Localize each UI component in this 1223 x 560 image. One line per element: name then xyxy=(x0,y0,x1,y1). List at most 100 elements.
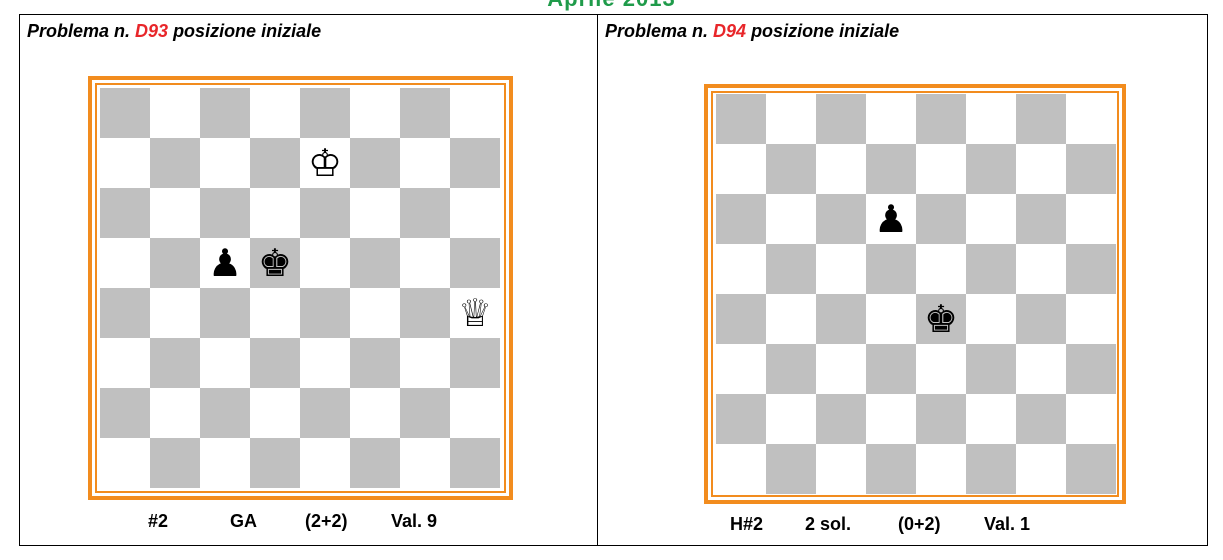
square-a7 xyxy=(716,144,766,194)
square-h7 xyxy=(1066,144,1116,194)
square-f7 xyxy=(350,138,400,188)
square-e6 xyxy=(916,194,966,244)
square-h4: ♕ xyxy=(450,288,500,338)
square-a3 xyxy=(716,344,766,394)
square-g8 xyxy=(1016,94,1066,144)
square-a1 xyxy=(716,444,766,494)
square-b4 xyxy=(766,294,816,344)
square-h1 xyxy=(450,438,500,488)
square-a1 xyxy=(100,438,150,488)
square-g5 xyxy=(400,238,450,288)
square-h5 xyxy=(450,238,500,288)
square-g8 xyxy=(400,88,450,138)
square-g7 xyxy=(400,138,450,188)
problem-title: Problema n. D93 posizione iniziale xyxy=(27,21,321,42)
square-f8 xyxy=(350,88,400,138)
square-f2 xyxy=(350,388,400,438)
square-f3 xyxy=(966,344,1016,394)
square-f1 xyxy=(966,444,1016,494)
square-e6 xyxy=(300,188,350,238)
square-d3 xyxy=(250,338,300,388)
square-b1 xyxy=(150,438,200,488)
square-e4 xyxy=(300,288,350,338)
title-prefix: Problema n. xyxy=(27,21,136,41)
problem-title: Problema n. D94 posizione iniziale xyxy=(605,21,899,42)
square-d8 xyxy=(866,94,916,144)
square-a6 xyxy=(716,194,766,244)
square-d4 xyxy=(250,288,300,338)
square-f7 xyxy=(966,144,1016,194)
square-h2 xyxy=(450,388,500,438)
caption-stipulation: #2 xyxy=(148,511,169,531)
problem-caption: H#2 2 sol. (0+2) Val. 1 xyxy=(730,514,1030,535)
square-d1 xyxy=(866,444,916,494)
square-a5 xyxy=(100,238,150,288)
caption-type: GA xyxy=(230,511,257,531)
problem-cell-d93: Problema n. D93 posizione iniziale ♔♟♚♕ … xyxy=(20,15,598,545)
square-h6 xyxy=(1066,194,1116,244)
square-b2 xyxy=(150,388,200,438)
square-f5 xyxy=(350,238,400,288)
caption-count: (2+2) xyxy=(305,511,348,531)
square-d2 xyxy=(866,394,916,444)
square-h6 xyxy=(450,188,500,238)
square-c8 xyxy=(200,88,250,138)
square-c8 xyxy=(816,94,866,144)
square-b1 xyxy=(766,444,816,494)
square-g5 xyxy=(1016,244,1066,294)
square-a6 xyxy=(100,188,150,238)
square-h1 xyxy=(1066,444,1116,494)
square-g6 xyxy=(1016,194,1066,244)
board-inner-border: ♔ ♟ ♚ ♕ xyxy=(95,83,506,493)
square-d5 xyxy=(866,244,916,294)
square-b4 xyxy=(150,288,200,338)
chessboard: ♟♚ xyxy=(716,94,1116,494)
square-b8 xyxy=(150,88,200,138)
square-g4 xyxy=(400,288,450,338)
board-frame: ♔ ♟ ♚ ♕ xyxy=(88,76,513,500)
problem-cell-d94: Problema n. D94 posizione iniziale ♟♚ H#… xyxy=(598,15,1208,545)
square-h4 xyxy=(1066,294,1116,344)
square-c1 xyxy=(200,438,250,488)
black-pawn-icon: ♟ xyxy=(873,197,909,241)
title-suffix: posizione iniziale xyxy=(168,21,322,41)
square-a2 xyxy=(100,388,150,438)
caption-count: (0+2) xyxy=(898,514,941,534)
square-g4 xyxy=(1016,294,1066,344)
square-a4 xyxy=(100,288,150,338)
square-d6 xyxy=(250,188,300,238)
square-e2 xyxy=(916,394,966,444)
white-king-icon: ♔ xyxy=(307,141,343,185)
square-g1 xyxy=(1016,444,1066,494)
square-d1 xyxy=(250,438,300,488)
square-f2 xyxy=(966,394,1016,444)
board-inner-border: ♟♚ xyxy=(711,91,1119,497)
square-e1 xyxy=(300,438,350,488)
square-b2 xyxy=(766,394,816,444)
square-g7 xyxy=(1016,144,1066,194)
square-b3 xyxy=(766,344,816,394)
square-h7 xyxy=(450,138,500,188)
square-b7 xyxy=(766,144,816,194)
square-e3 xyxy=(916,344,966,394)
square-e5 xyxy=(300,238,350,288)
problem-caption: #2 GA (2+2) Val. 9 xyxy=(148,511,437,532)
square-d2 xyxy=(250,388,300,438)
square-h3 xyxy=(1066,344,1116,394)
black-king-icon: ♚ xyxy=(923,297,959,341)
square-d5: ♚ xyxy=(250,238,300,288)
square-a8 xyxy=(716,94,766,144)
black-pawn-icon: ♟ xyxy=(207,241,243,285)
square-b8 xyxy=(766,94,816,144)
square-c3 xyxy=(200,338,250,388)
square-b7 xyxy=(150,138,200,188)
title-prefix: Problema n. xyxy=(605,21,714,41)
caption-type: 2 sol. xyxy=(805,514,852,534)
caption-value: Val. 9 xyxy=(391,511,438,531)
black-king-icon: ♚ xyxy=(257,241,293,285)
square-f4 xyxy=(966,294,1016,344)
problem-code: D93 xyxy=(135,21,169,41)
square-e4: ♚ xyxy=(916,294,966,344)
caption-stipulation: H#2 xyxy=(730,514,764,534)
square-g2 xyxy=(400,388,450,438)
